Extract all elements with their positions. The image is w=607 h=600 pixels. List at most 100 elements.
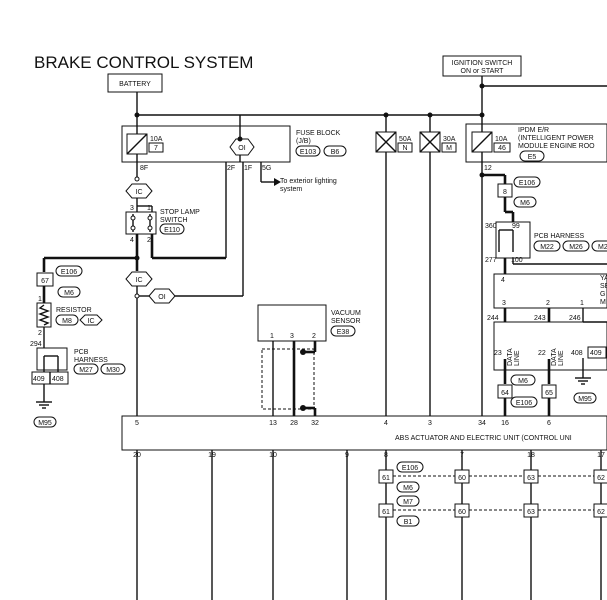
right-conn-m6: M6 <box>520 200 530 207</box>
right-pin-100: 100 <box>511 257 523 264</box>
right-conn-m22: M22 <box>540 244 554 251</box>
fuse-block-box <box>121 125 291 163</box>
ipdm-conn-e5: E5 <box>528 154 537 161</box>
abs-pin-13: 13 <box>269 420 277 427</box>
right-conn-e106: E106 <box>519 180 535 187</box>
right-conn-m26: M26 <box>569 244 583 251</box>
resistor-conn-m8: M8 <box>62 318 72 325</box>
left-conn-m6: M6 <box>64 290 74 297</box>
bottom-conn-m7: M7 <box>403 499 413 506</box>
abs-pin-5: 5 <box>135 420 139 427</box>
vacuum-conn-e38: E38 <box>337 329 350 336</box>
right-data-line-4: LINE <box>558 350 565 366</box>
yaw-label-1: YA <box>600 275 607 282</box>
vacuum-sensor-box <box>257 304 327 342</box>
bottom-pin-61b: 61 <box>382 509 390 516</box>
bottom-conn-m6: M6 <box>403 485 413 492</box>
left-pcb-2: HARNESS <box>74 357 108 364</box>
right-data-line-2: LINE <box>514 350 521 366</box>
left-pin-2: 2 <box>38 330 42 337</box>
battery-box <box>107 73 163 93</box>
bottom-pin-63b: 63 <box>527 509 535 516</box>
ipdm-fuse-number: 46 <box>498 145 506 152</box>
vacuum-pin-1: 1 <box>270 333 274 340</box>
fuse-block-oi: OI <box>238 145 245 152</box>
fuse-block-rating: 10A <box>150 136 163 143</box>
left-conn-m30: M30 <box>106 367 120 374</box>
ignition-label-1: IGNITION SWITCH <box>452 60 513 67</box>
fuse-m-number: M <box>446 145 452 152</box>
resistor-label: RESISTOR <box>56 307 92 314</box>
stop-lamp-label-1: STOP LAMP <box>160 209 200 216</box>
vacuum-pin-2: 2 <box>312 333 316 340</box>
abs-pin-3: 3 <box>428 420 432 427</box>
abs-pin-4: 4 <box>384 420 388 427</box>
ignition-label-2: ON or START <box>461 68 505 75</box>
yaw-label-2: SE <box>600 283 607 290</box>
right-pin-408: 408 <box>571 350 583 357</box>
yaw-sensor-box <box>493 273 607 309</box>
stop-lamp-switch-box <box>125 211 157 235</box>
stop-lamp-conn-e110: E110 <box>164 227 180 234</box>
right-pin-244: 244 <box>487 315 499 322</box>
right-pin-23: 23 <box>494 350 502 357</box>
right-pin-65: 65 <box>545 390 553 397</box>
right-conn-e106b: E106 <box>516 400 532 407</box>
bottom-pin-60a: 60 <box>458 475 466 482</box>
yaw-pin-4: 4 <box>501 277 505 284</box>
left-pin-67: 67 <box>41 278 49 285</box>
pin-1f: 1F <box>244 165 252 172</box>
left-conn-e106: E106 <box>61 269 77 276</box>
yaw-pin-3: 3 <box>502 300 506 307</box>
exterior-note-2: system <box>280 186 302 193</box>
ipdm-label-3: MODULE ENGINE ROO <box>518 143 595 150</box>
right-pin-409: 409 <box>590 350 602 357</box>
yaw-label-4: M <box>600 299 606 306</box>
right-pin-246: 246 <box>569 315 581 322</box>
bottom-pin-61a: 61 <box>382 475 390 482</box>
yaw-label-3: G <box>600 291 605 298</box>
fuse-block-label-1: FUSE BLOCK <box>296 130 341 137</box>
stop-lamp-pin-3: 3 <box>130 205 134 212</box>
diagram-title: BRAKE CONTROL SYSTEM <box>34 53 253 72</box>
battery-label: BATTERY <box>119 81 151 88</box>
bottom-pin-60b: 60 <box>458 509 466 516</box>
fuse-block-conn-b6: B6 <box>331 149 340 156</box>
yaw-pin-2: 2 <box>546 300 550 307</box>
pin-2f: 2F <box>227 165 235 172</box>
bottom-conn-b1: B1 <box>404 519 413 526</box>
abs-pin-28: 28 <box>290 420 298 427</box>
yaw-pin-1: 1 <box>580 300 584 307</box>
stop-lamp-pin-4: 4 <box>130 237 134 244</box>
left-pin-409: 409 <box>33 376 45 383</box>
bottom-pin-62a: 62 <box>597 475 605 482</box>
bottom-conn-e106: E106 <box>402 465 418 472</box>
right-ground-m95: M95 <box>578 396 592 403</box>
right-pcb-label: PCB HARNESS <box>534 233 585 240</box>
right-pin-99: 99 <box>512 223 520 230</box>
fuse-block-label-2: (J/B) <box>296 138 311 145</box>
fuse-n-rating: 50A <box>399 136 412 143</box>
fuse-block-conn-e103: E103 <box>300 149 316 156</box>
fuse-block-number: 7 <box>154 145 158 152</box>
right-conn-m6b: M6 <box>518 378 528 385</box>
ipdm-label-1: IPDM E/R <box>518 127 549 134</box>
ipdm-pin-12: 12 <box>484 165 492 172</box>
right-pin-243: 243 <box>534 315 546 322</box>
resistor-ic: IC <box>88 318 95 325</box>
right-pin-22: 22 <box>538 350 546 357</box>
fuse-n-number: N <box>402 145 407 152</box>
stop-lamp-ic: IC <box>136 189 143 196</box>
vacuum-pin-3: 3 <box>290 333 294 340</box>
exterior-note-1: To exterior lighting <box>280 178 337 185</box>
pin-8f: 8F <box>140 165 148 172</box>
fuse-m-rating: 30A <box>443 136 456 143</box>
left-pin-294: 294 <box>30 341 42 348</box>
left-ground-m95: M95 <box>38 420 52 427</box>
left-conn-m27: M27 <box>79 367 93 374</box>
ipdm-fuse-rating: 10A <box>495 136 508 143</box>
abs-pin-34: 34 <box>478 420 486 427</box>
vacuum-label-1: VACUUM <box>331 310 361 317</box>
ipdm-box <box>465 123 607 163</box>
